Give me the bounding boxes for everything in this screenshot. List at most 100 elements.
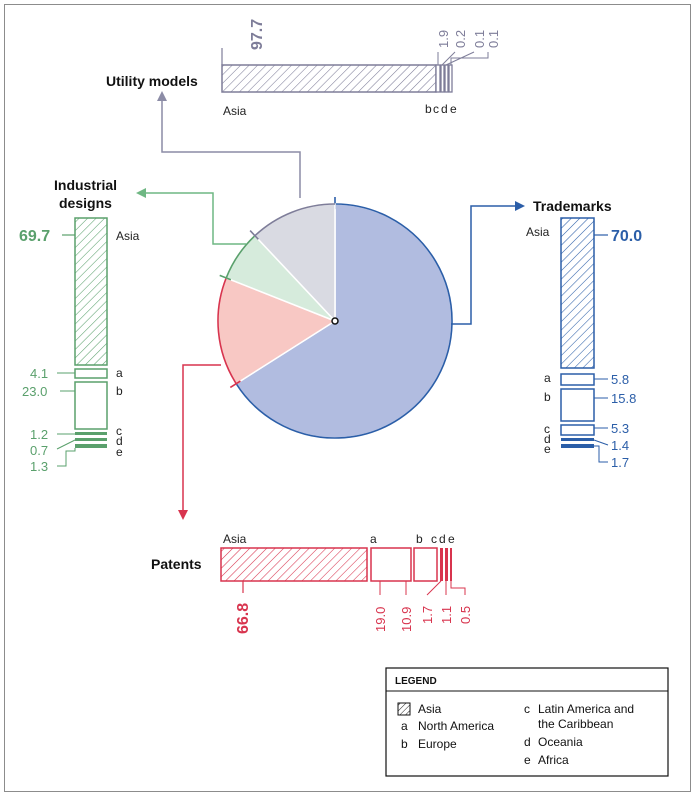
trademarks-chart: Trademarks 70.0 5.8 15.8 5.3 1.4 1.7 Asi… [526, 198, 642, 470]
pie-arc-trademarks [235, 203, 453, 439]
utility-bar-d [444, 64, 449, 93]
patents-label-a: a [370, 532, 377, 546]
legend-key-d: d [524, 735, 531, 749]
trademarks-value-e: 1.7 [611, 455, 629, 470]
pie-arc-industrial-designs [225, 235, 256, 279]
utility-value-c: 0.2 [453, 30, 468, 48]
trademarks-label-d: d [544, 432, 551, 446]
trademarks-bar-e [561, 444, 594, 448]
legend-label-d: Oceania [538, 735, 583, 749]
legend-title: LEGEND [395, 676, 437, 687]
trademarks-bar-d [561, 438, 594, 441]
patents-value-e: 0.5 [458, 606, 473, 624]
figure-frame [4, 4, 691, 792]
industrial-value-a: 4.1 [30, 366, 48, 381]
connector-utility [157, 91, 301, 198]
connector-industrial [136, 188, 246, 245]
trademarks-value-asia: 70.0 [611, 228, 642, 245]
industrial-bar-asia [74, 217, 108, 366]
utility-value-b: 1.9 [436, 30, 451, 48]
legend-box [385, 667, 669, 777]
patents-bar-a [370, 547, 412, 582]
pie-tick-industrial-designs [219, 274, 232, 281]
trademarks-bar-asia [560, 217, 595, 369]
legend-label-a: North America [418, 719, 494, 733]
industrial-bar-c [75, 432, 107, 435]
trademarks-value-c: 5.3 [611, 421, 629, 436]
industrial-bar-d [75, 438, 107, 441]
pie-arc-patents [217, 277, 237, 385]
legend-key-a: a [401, 719, 408, 733]
legend-label-b: Europe [418, 737, 457, 751]
pie-chart [217, 197, 453, 439]
pie-tick-patents [229, 380, 241, 389]
patents-bar-e [450, 548, 452, 581]
industrial-title-line1: Industrial [54, 177, 117, 193]
patents-label-b: b [416, 532, 423, 546]
connector-patents [178, 364, 221, 520]
industrial-label-asia: Asia [116, 229, 140, 243]
utility-label-b: b [425, 102, 432, 116]
connector-trademarks [451, 201, 525, 325]
trademarks-label-c: c [544, 422, 550, 436]
industrial-bar-e [75, 444, 107, 448]
industrial-label-a: a [116, 366, 123, 380]
patents-bar-asia [220, 547, 368, 582]
industrial-bar-a [74, 368, 108, 379]
patents-value-asia: 66.8 [235, 603, 252, 634]
trademarks-bar-b [560, 388, 595, 422]
utility-label-asia: Asia [223, 104, 247, 118]
pie-arc-utility-models [254, 203, 336, 237]
legend-key-e: e [524, 753, 531, 767]
legend-label-c: Latin America and [538, 702, 634, 716]
utility-bar-c [440, 64, 445, 93]
patents-bar-c [440, 548, 443, 581]
utility-value-asia: 97.7 [249, 19, 266, 50]
industrial-value-asia: 69.7 [19, 228, 50, 245]
trademarks-bar-c [560, 424, 595, 436]
legend-key-b: b [401, 737, 408, 751]
utility-bar-b [435, 64, 441, 93]
industrial-title-line2: designs [59, 195, 112, 211]
legend: LEGEND Asia a North America b Europe c L… [385, 667, 669, 777]
patents-value-c: 1.7 [420, 606, 435, 624]
legend-hatch-swatch [397, 702, 411, 716]
industrial-value-b: 23.0 [22, 384, 47, 399]
industrial-label-d: d [116, 434, 123, 448]
utility-label-e: e [450, 102, 457, 116]
legend-label-e: Africa [538, 753, 569, 767]
legend-key-c: c [524, 702, 530, 716]
trademarks-label-e: e [544, 442, 551, 456]
utility-bar-e [448, 64, 453, 93]
trademarks-value-b: 15.8 [611, 391, 636, 406]
utility-value-e: 0.1 [486, 30, 501, 48]
industrial-bar-b [74, 381, 108, 430]
utility-models-chart: Utility models 97.7 1.9 0.2 0.1 0.1 Asia… [106, 19, 501, 118]
utility-label-d: d [441, 102, 448, 116]
trademarks-label-asia: Asia [526, 225, 550, 239]
trademarks-title: Trademarks [533, 198, 612, 214]
utility-bar-asia [221, 64, 437, 93]
pie-tick-utility-models [249, 230, 259, 240]
utility-label-c: c [433, 102, 439, 116]
industrial-value-d: 0.7 [30, 443, 48, 458]
patents-bar-b [413, 547, 438, 582]
patents-label-e: e [448, 532, 455, 546]
patents-label-c: c [431, 532, 437, 546]
industrial-label-c: c [116, 424, 122, 438]
trademarks-bar-a [560, 373, 595, 386]
patents-chart: Patents 66.8 19.0 10.9 1.7 1.1 0.5 Asia … [151, 532, 473, 634]
utility-value-d: 0.1 [472, 30, 487, 48]
patents-label-asia: Asia [223, 532, 247, 546]
patents-value-b: 10.9 [399, 607, 414, 632]
industrial-designs-chart: Industrial designs 69.7 4.1 23.0 1.2 0.7… [19, 177, 140, 474]
patents-title: Patents [151, 556, 202, 572]
patents-bar-d [445, 548, 448, 581]
pie-center-dot [331, 317, 339, 325]
industrial-label-b: b [116, 384, 123, 398]
legend-label-c-line2: the Caribbean [538, 717, 613, 731]
patents-label-d: d [439, 532, 446, 546]
industrial-value-e: 1.3 [30, 459, 48, 474]
industrial-label-e: e [116, 445, 123, 459]
